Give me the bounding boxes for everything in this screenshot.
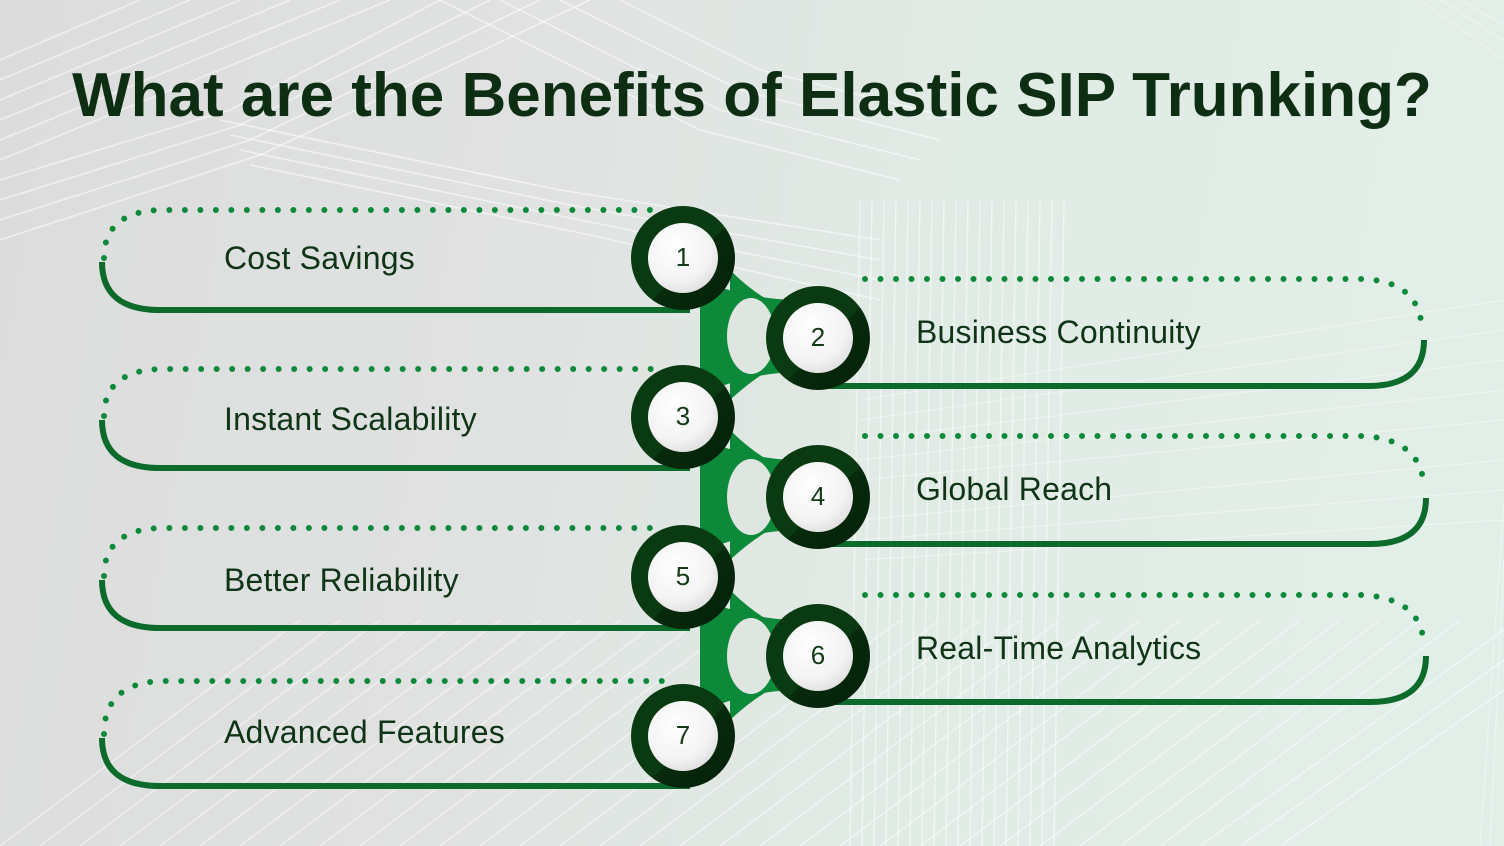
left-pill-outlines — [99, 207, 690, 789]
step-number-5: 5 — [675, 561, 691, 591]
benefit-label-business-continuity: Business Continuity — [916, 314, 1201, 350]
benefit-label-global-reach: Global Reach — [916, 471, 1113, 507]
step-circle-6 — [766, 604, 870, 708]
step-circle-2 — [766, 286, 870, 390]
benefit-label-instant-scalability: Instant Scalability — [224, 401, 477, 437]
right-pill-outlines — [810, 276, 1429, 705]
step-circle-4 — [766, 445, 870, 549]
step-number-2: 2 — [810, 322, 826, 352]
step-circle-5 — [631, 525, 735, 629]
benefit-label-cost-savings: Cost Savings — [224, 240, 415, 276]
step-number-6: 6 — [810, 640, 826, 670]
benefit-label-better-reliability: Better Reliability — [224, 562, 459, 598]
step-circle-7 — [631, 684, 735, 788]
benefit-label-advanced-features: Advanced Features — [224, 714, 505, 750]
step-circle-1 — [631, 206, 735, 310]
page-title: What are the Benefits of Elastic SIP Tru… — [72, 61, 1432, 130]
benefit-label-real-time-analytics: Real-Time Analytics — [916, 630, 1202, 666]
step-circle-3 — [631, 365, 735, 469]
step-number-4: 4 — [810, 481, 826, 511]
step-number-3: 3 — [675, 401, 691, 431]
step-number-1: 1 — [675, 242, 691, 272]
step-number-7: 7 — [675, 720, 691, 750]
